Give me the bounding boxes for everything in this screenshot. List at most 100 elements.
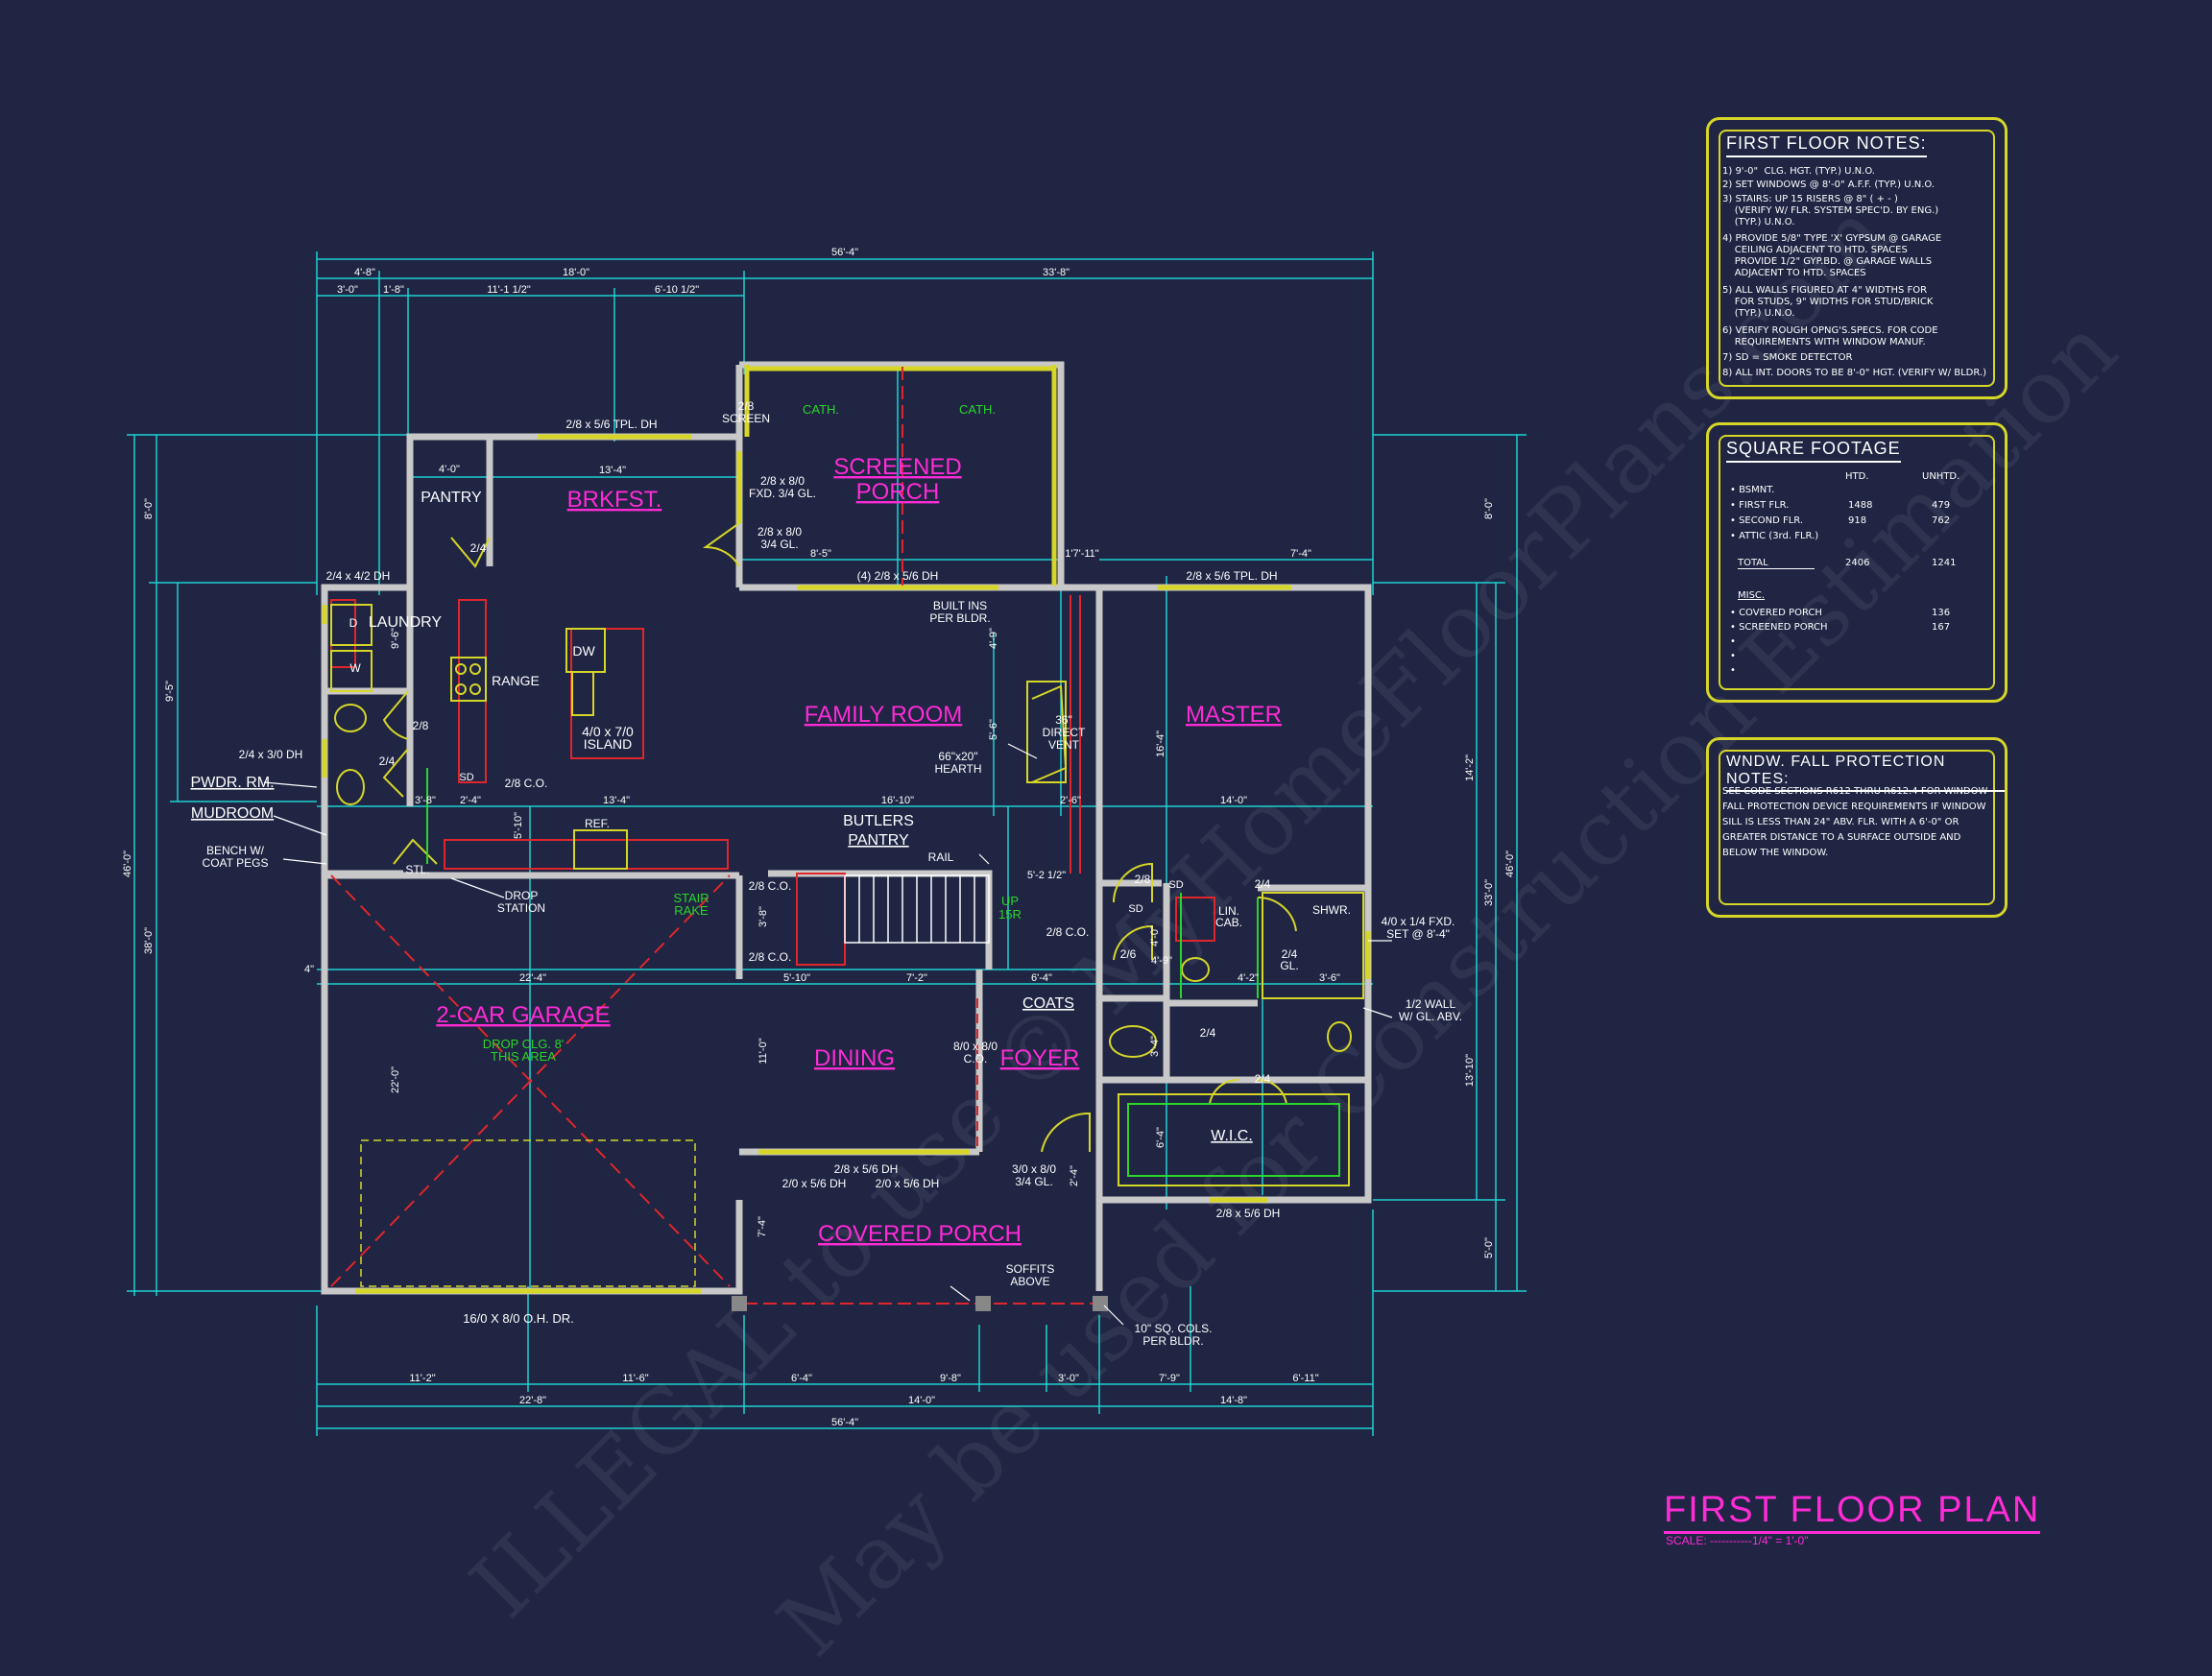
label-drop-clg-1: DROP CLG. 8' xyxy=(483,1037,565,1051)
cabinetry xyxy=(330,367,1215,1305)
dim-s11: 2'-4" xyxy=(1069,1165,1080,1186)
dim-bot-d: 11'-2" xyxy=(409,1373,435,1384)
sqft-row-unhtd: 762 xyxy=(1932,515,1951,526)
dim-porch-c: 1'7'-11" xyxy=(1065,548,1099,560)
label-lin-1: LIN. xyxy=(1218,904,1239,918)
opening-front-door-2: 3/4 GL. xyxy=(1015,1175,1052,1188)
room-master: MASTER xyxy=(1186,702,1282,728)
opening-d24n: 2/4 xyxy=(1200,1026,1216,1040)
sqft-row-label: • BSMNT. xyxy=(1730,485,1775,495)
dim-master-a: 7'-4" xyxy=(1290,548,1311,560)
opening-family-windows: (4) 2/8 x 5/6 DH xyxy=(857,569,939,583)
dim-s9: 4" xyxy=(304,964,314,975)
label-vent-3: VENT xyxy=(1048,738,1080,752)
dim-top-g: 6'-10 1/2" xyxy=(655,284,699,296)
dim-wic-d: 6'-4" xyxy=(1155,1127,1166,1148)
leader-lines xyxy=(263,743,1393,1326)
dim-porch-w: 8'-5" xyxy=(810,548,831,560)
label-mudroom: MUDROOM xyxy=(191,805,274,822)
label-lin-2: CAB. xyxy=(1215,916,1242,929)
label-half-wall-2: W/ GL. ABV. xyxy=(1399,1010,1462,1023)
sqft-row-label: • SECOND FLR. xyxy=(1730,515,1804,526)
sqft-row-htd: 918 xyxy=(1848,515,1867,526)
first-floor-note: 6) VERIFY ROUGH OPNG'S.SPECS. FOR CODE xyxy=(1722,325,1938,336)
fall-protection-frame xyxy=(1719,750,1995,905)
sqft-misc-label: MISC. xyxy=(1738,590,1766,601)
square-footage-panel: SQUARE FOOTAGE HTD. UNHTD. • BSMNT. • FI… xyxy=(1706,422,2008,703)
label-vent-1: 36" xyxy=(1055,713,1072,727)
room-foyer: FOYER xyxy=(1000,1045,1080,1071)
plan-scale: SCALE: -----------1/4" = 1'-0" xyxy=(1666,1534,1809,1547)
opening-pwdr-dh: 2/4 x 3/0 DH xyxy=(239,748,303,761)
dim-s8: 9'-6" xyxy=(390,628,401,649)
square-footage-frame xyxy=(1719,435,1995,690)
dim-stair-w: 7'-2" xyxy=(906,972,927,984)
dim-bot-total: 56'-4" xyxy=(831,1417,858,1428)
label-drop-2: STATION xyxy=(497,901,545,915)
sqft-bullet: • xyxy=(1730,636,1736,647)
opening-front-door-1: 3/0 x 8/0 xyxy=(1012,1162,1056,1176)
door-swings xyxy=(382,522,1297,1153)
first-floor-notes-title: FIRST FLOOR NOTES: xyxy=(1726,133,1927,157)
label-drop-1: DROP xyxy=(505,889,539,902)
drop-ceiling-outline xyxy=(360,1139,696,1287)
stairs xyxy=(844,874,990,944)
sqft-row-htd: 1488 xyxy=(1848,500,1873,511)
sqft-col-unhtd: UNHTD. xyxy=(1922,471,1960,482)
label-risers: 15R xyxy=(998,907,1022,922)
dim-bot-g: 9'-8" xyxy=(940,1373,961,1384)
columns xyxy=(732,1296,1108,1311)
label-dining-co-1: 8/0 x 8/0 xyxy=(953,1040,998,1053)
dim-s5: 4'-0" xyxy=(1149,925,1161,946)
first-floor-note: 4) PROVIDE 5/8" TYPE 'X' GYPSUM @ GARAGE xyxy=(1722,233,1942,244)
plan-title: FIRST FLOOR PLAN xyxy=(1664,1490,2041,1534)
dim-bot-c: 14'-8" xyxy=(1220,1395,1247,1406)
label-vent-2: DIRECT xyxy=(1043,726,1086,739)
dim-top-total: 56'-4" xyxy=(831,247,858,258)
label-sd-bath: SD xyxy=(1168,879,1183,891)
first-floor-note: CEILING ADJACENT TO HTD. SPACES xyxy=(1722,245,1908,255)
dim-dining-d: 11'-0" xyxy=(757,1038,769,1064)
fall-protection-note: GREATER DISTANCE TO A SURFACE OUTSIDE AN… xyxy=(1722,832,1961,843)
label-built-ins-2: PER BLDR. xyxy=(929,611,990,625)
label-sd-kitchen: SD xyxy=(459,772,473,783)
opening-d28m: 2/8 xyxy=(1135,873,1151,886)
opening-wic-dh: 2/8 x 5/6 DH xyxy=(1216,1207,1281,1220)
windows xyxy=(322,365,1371,1294)
opening-d28: 2/8 xyxy=(413,719,429,732)
label-butlers-2: PANTRY xyxy=(848,832,909,849)
dim-left-c: 9'-5" xyxy=(164,681,176,702)
label-drop-clg-2: THIS AREA xyxy=(491,1049,556,1064)
label-coats: COATS xyxy=(1022,995,1074,1012)
label-dw: DW xyxy=(572,643,595,658)
dim-garage-d: 22'-0" xyxy=(390,1066,401,1093)
dim-left-b: 38'-0" xyxy=(143,927,155,954)
room-family-room: FAMILY ROOM xyxy=(805,702,962,728)
sqft-row-label: • ATTIC (3rd. FLR.) xyxy=(1730,531,1819,541)
dim-right-a: 8'-0" xyxy=(1483,498,1495,519)
opening-dining-win-2: 2/0 x 5/6 DH xyxy=(782,1177,847,1190)
room-garage: 2-CAR GARAGE xyxy=(436,1002,610,1028)
dim-top-d: 3'-0" xyxy=(337,284,358,296)
first-floor-note: 3) STAIRS: UP 15 RISERS @ 8" ( + - ) xyxy=(1722,194,1898,204)
dim-brk-w: 13'-4" xyxy=(599,465,626,476)
opening-bath-fxd-1: 4/0 x 1/4 FXD. xyxy=(1382,915,1455,928)
label-cath-2: CATH. xyxy=(959,402,996,417)
dim-porch-d: 7'-4" xyxy=(757,1216,768,1237)
dim-right-b: 33'-0" xyxy=(1483,879,1495,906)
sqft-total-label: TOTAL xyxy=(1738,558,1815,569)
label-d: D xyxy=(349,616,358,630)
label-sd-hall: SD xyxy=(1128,903,1142,915)
opening-co28d: 2/8 C.O. xyxy=(1046,925,1090,939)
fall-protection-note: SEE CODE SECTIONS R612 THRU R612.4 FOR W… xyxy=(1722,786,1988,797)
opening-tpl-dh-top: 2/8 x 5/6 TPL. DH xyxy=(565,418,657,431)
opening-porch-door-2: 3/4 GL. xyxy=(760,538,798,551)
label-shwr: SHWR. xyxy=(1312,903,1351,917)
label-bench-1: BENCH W/ xyxy=(206,844,265,857)
opening-co28c: 2/8 C.O. xyxy=(749,950,792,964)
dim-right-e: 5'-0" xyxy=(1483,1237,1495,1258)
label-laundry: LAUNDRY xyxy=(369,614,443,631)
first-floor-note: (VERIFY W/ FLR. SYSTEM SPEC'D. BY ENG.) xyxy=(1722,205,1939,216)
opening-d24b: 2/4 xyxy=(379,754,396,768)
